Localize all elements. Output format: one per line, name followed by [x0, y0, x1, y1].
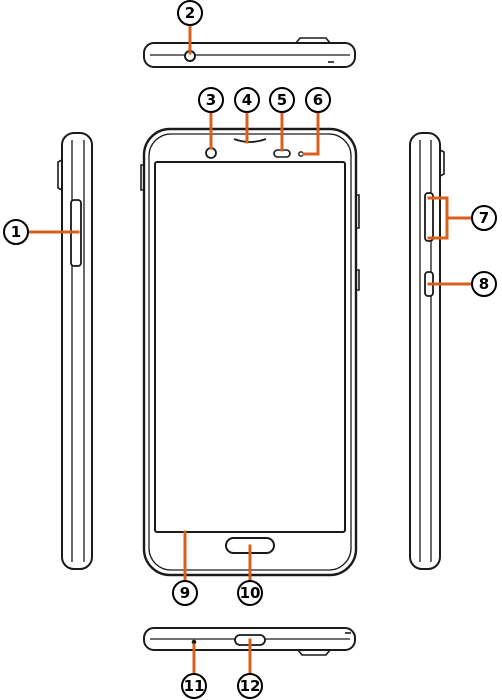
callout-1: 1: [3, 219, 29, 245]
callout-12-label: 12: [240, 677, 261, 695]
callout-12: 12: [237, 673, 263, 699]
display-area: [154, 161, 346, 533]
leader-line-7: [427, 196, 472, 240]
leader-lines: [28, 23, 472, 675]
callout-8-label: 8: [479, 275, 489, 293]
callout-3: 3: [198, 87, 224, 113]
callout-6: 6: [305, 87, 331, 113]
callout-11-label: 11: [184, 677, 205, 695]
callout-6-label: 6: [313, 91, 323, 109]
callout-7: 7: [471, 205, 497, 231]
callout-9-label: 9: [180, 584, 190, 602]
left-side-view: [57, 132, 93, 570]
callout-8: 8: [471, 271, 497, 297]
callout-labels: 2 1 3 4 5 6 7 8: [3, 0, 497, 699]
microphone-icon: [191, 639, 197, 645]
callout-10: 10: [237, 580, 263, 606]
right-side-view: [409, 132, 445, 570]
callout-11: 11: [181, 673, 207, 699]
callout-3-label: 3: [206, 91, 216, 109]
callout-2: 2: [177, 0, 203, 26]
callout-1-label: 1: [11, 223, 21, 241]
volume-keys-icon: [424, 192, 434, 242]
front-view: [140, 127, 360, 577]
leader-line-6: [302, 111, 320, 156]
callout-10-label: 10: [240, 584, 261, 602]
callout-2-label: 2: [185, 4, 195, 22]
callout-4-label: 4: [242, 91, 252, 109]
callout-7-label: 7: [479, 209, 489, 227]
receiver-icon: [233, 138, 267, 143]
callout-9: 9: [172, 580, 198, 606]
top-view: [143, 37, 356, 68]
callout-4: 4: [234, 87, 260, 113]
callout-5: 5: [269, 87, 295, 113]
callout-5-label: 5: [277, 91, 287, 109]
